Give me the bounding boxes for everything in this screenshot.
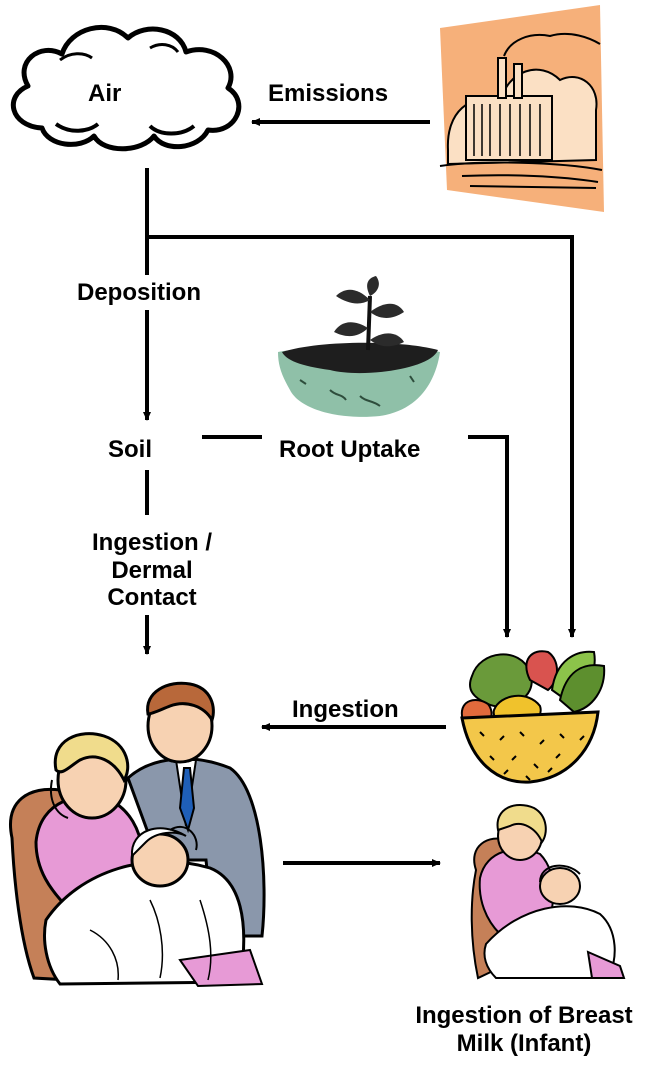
cloud-icon bbox=[13, 27, 238, 148]
fruit-basket-icon bbox=[462, 651, 604, 782]
factory-icon bbox=[440, 5, 604, 212]
breast-milk-line-2: Milk (Infant) bbox=[388, 1030, 660, 1058]
ingestion-dermal-line-3: Contact bbox=[72, 584, 232, 612]
ingestion-label: Ingestion bbox=[292, 696, 399, 724]
deposition-label: Deposition bbox=[77, 279, 201, 307]
ingestion-dermal-line-1: Ingestion / bbox=[72, 529, 232, 557]
soil-label: Soil bbox=[108, 436, 152, 464]
root-uptake-to-basket-arrow bbox=[468, 437, 507, 637]
ingestion-dermal-contact-label: Ingestion / Dermal Contact bbox=[72, 529, 232, 612]
breast-milk-line-1: Ingestion of Breast bbox=[388, 1002, 660, 1030]
breast-milk-label: Ingestion of Breast Milk (Infant) bbox=[388, 1002, 660, 1057]
air-label: Air bbox=[88, 80, 121, 108]
ingestion-dermal-line-2: Dermal bbox=[72, 557, 232, 585]
root-uptake-label: Root Uptake bbox=[279, 436, 420, 464]
plant-in-soil-icon bbox=[278, 276, 440, 417]
emissions-label: Emissions bbox=[268, 80, 388, 108]
family-icon bbox=[11, 683, 265, 986]
mother-nursing-infant-icon bbox=[472, 805, 624, 978]
